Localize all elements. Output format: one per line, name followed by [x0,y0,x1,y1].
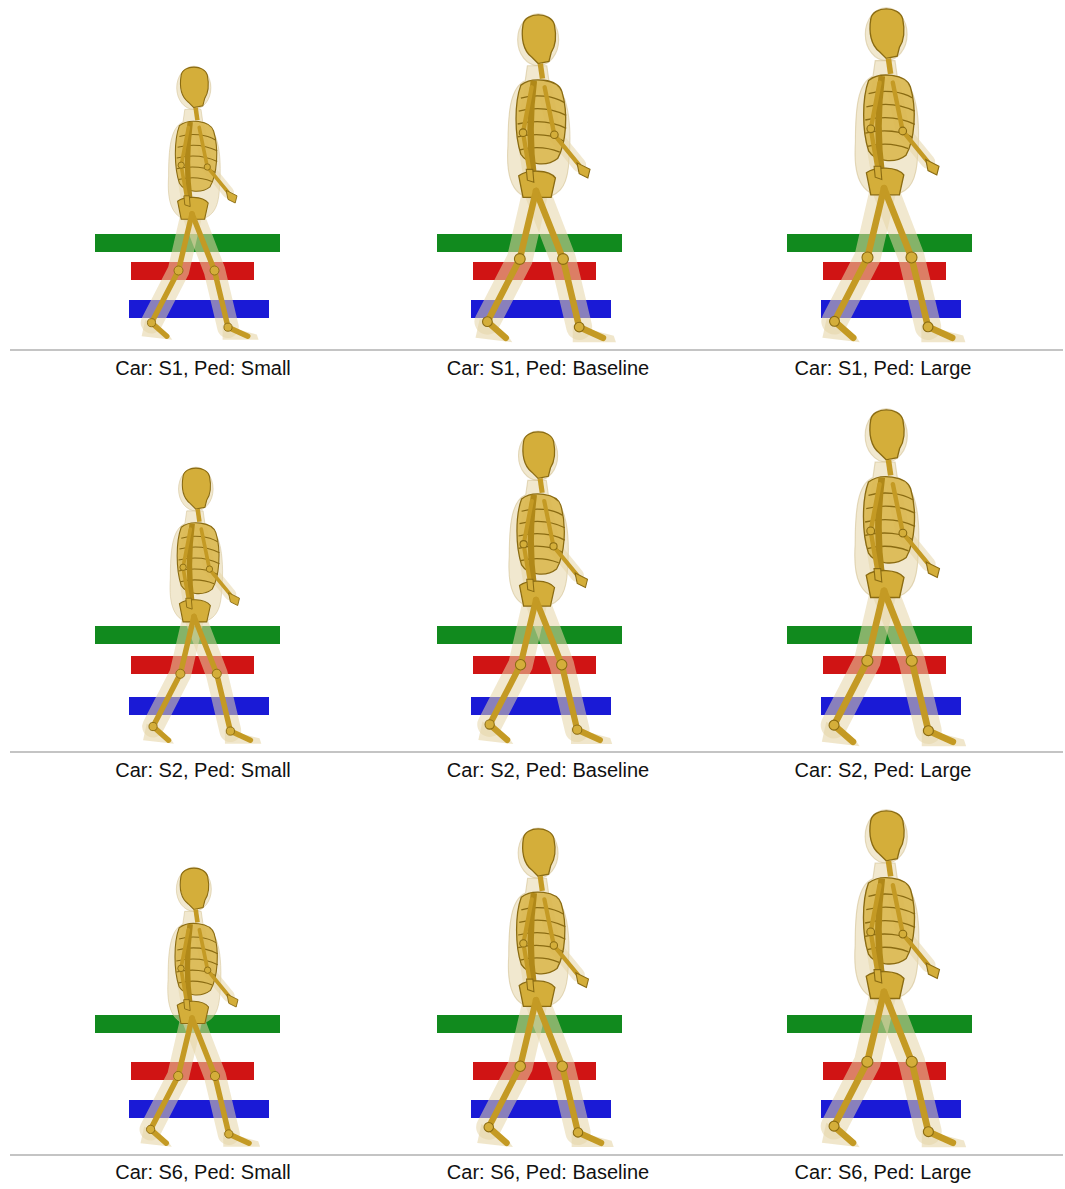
panel-caption: Car: S6, Ped: Baseline [447,1160,649,1184]
panel-caption: Car: S1, Ped: Large [795,356,972,380]
panel-caption: Car: S6, Ped: Small [115,1160,291,1184]
panel-caption: Car: S2, Ped: Large [795,758,972,782]
pedestrian-models [140,8,966,1147]
panel-caption: Car: S2, Ped: Baseline [447,758,649,782]
panel-caption: Car: S1, Ped: Small [115,356,291,380]
panel-caption: Car: S6, Ped: Large [795,1160,972,1184]
panel-caption: Car: S2, Ped: Small [115,758,291,782]
ground-line [10,350,1063,1155]
panel-caption: Car: S1, Ped: Baseline [447,356,649,380]
